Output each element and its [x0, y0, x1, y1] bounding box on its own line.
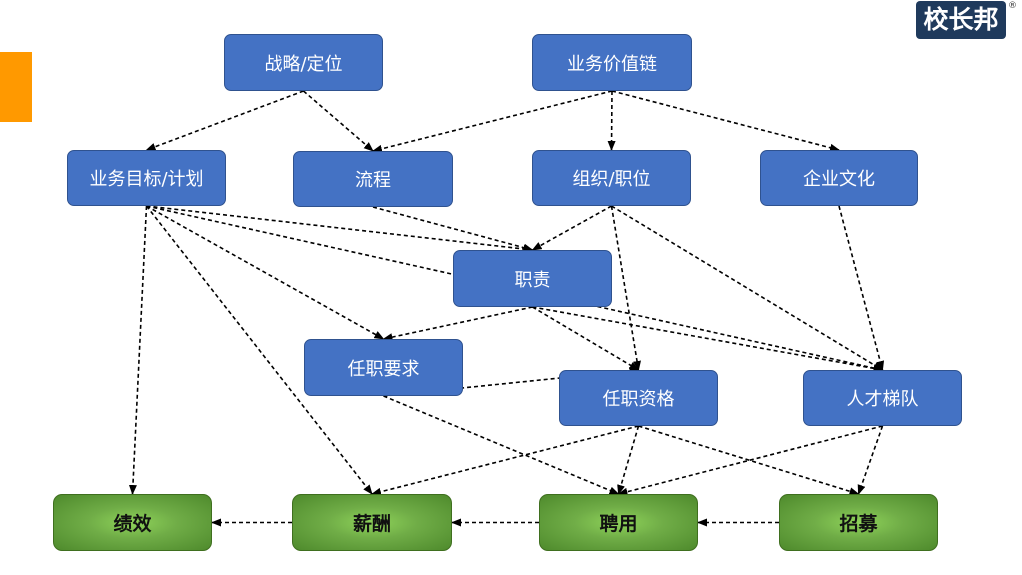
edge-value_chain-to-culture [611, 90, 840, 152]
edge-qualification-to-salary [371, 425, 639, 496]
edge-talent-to-hiring [617, 425, 883, 496]
node-organization[interactable]: 组织/职位 [532, 150, 691, 206]
edge-strategy-to-goals [145, 90, 304, 151]
edge-org-to-qualification [610, 205, 641, 371]
node-value-chain[interactable]: 业务价值链 [532, 34, 692, 91]
edge-qualification-to-hiring [617, 425, 640, 495]
edge-goals-to-performance [128, 205, 148, 495]
edge-goals-to-job_req [146, 205, 385, 340]
edge-qualification-to-recruit [638, 425, 860, 496]
edge-duty-to-talent [532, 306, 884, 373]
node-hiring[interactable]: 聘用 [539, 494, 698, 551]
edge-strategy-to-process [302, 90, 374, 152]
node-process[interactable]: 流程 [293, 151, 453, 207]
edge-job_req-to-hiring [383, 395, 620, 495]
edge-duty-to-qualification [532, 306, 640, 371]
edge-duty-to-job_req [382, 306, 533, 342]
edge-org-to-talent [611, 205, 884, 371]
edge-value_chain-to-org [607, 90, 616, 151]
node-talent-pipeline[interactable]: 人才梯队 [803, 370, 962, 426]
node-salary[interactable]: 薪酬 [292, 494, 452, 551]
node-recruitment[interactable]: 招募 [779, 494, 938, 551]
edge-org-to-duty [531, 205, 612, 251]
edge-value_chain-to-process [372, 90, 613, 153]
edge-culture-to-talent [838, 205, 885, 371]
edge-goals-to-salary [145, 205, 373, 495]
node-job-requirements[interactable]: 任职要求 [304, 339, 463, 396]
edge-process-to-duty [372, 206, 534, 252]
node-performance[interactable]: 绩效 [53, 494, 212, 551]
node-qualification[interactable]: 任职资格 [559, 370, 718, 426]
registered-mark: ® [1008, 1, 1017, 11]
brand-logo: 校长邦 [916, 1, 1006, 39]
node-culture[interactable]: 企业文化 [760, 150, 918, 206]
edge-goals-to-duty [146, 205, 534, 253]
node-strategy[interactable]: 战略/定位 [224, 34, 383, 91]
edge-talent-to-recruit [857, 425, 884, 495]
accent-bar [0, 52, 32, 122]
node-business-goals[interactable]: 业务目标/计划 [67, 150, 226, 206]
node-duty[interactable]: 职责 [453, 250, 612, 307]
